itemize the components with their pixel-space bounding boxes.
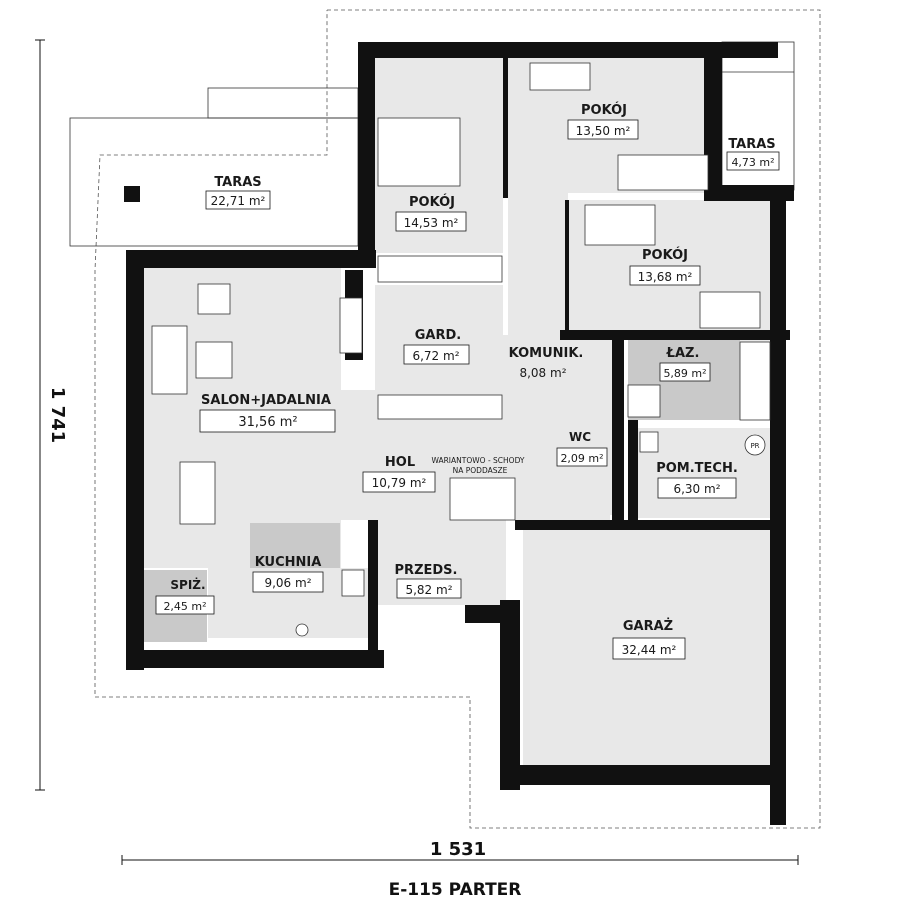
walls (126, 42, 794, 825)
terrace-left (69, 87, 359, 247)
room-name-taras-right: TARAS (728, 137, 775, 152)
stairs-icon (449, 477, 516, 521)
room-name-przedsionek: PRZEDS. (395, 563, 458, 578)
stairs-note-line-2: NA PODDASZE (453, 466, 508, 475)
bed-icon (377, 117, 461, 187)
fireplace-icon (339, 297, 363, 354)
bed-icon (584, 204, 656, 246)
room-area-przedsionek: 5,82 m² (405, 583, 452, 597)
room-area-pokoj-3: 13,68 m² (638, 270, 693, 284)
room-name-spiz: SPIŻ. (170, 577, 205, 592)
room-area-wc: 2,09 m² (560, 452, 603, 465)
dimension-height: 1 741 (47, 387, 68, 443)
roof-outline (94, 9, 821, 829)
room-name-garaz: GARAŻ (623, 618, 673, 634)
room-area-taras-right: 4,73 m² (731, 156, 774, 169)
room-name-pom-tech: POM.TECH. (656, 461, 738, 476)
room-area-pokoj-2: 13,50 m² (576, 124, 631, 138)
room-area-garaz: 32,44 m² (622, 643, 677, 657)
desk-icon (529, 62, 591, 91)
room-area-pokoj-1: 14,53 m² (404, 216, 459, 230)
pr-label: PR (750, 442, 759, 450)
room-name-lazienka: ŁAZ. (666, 346, 700, 361)
wardrobe-icon (377, 255, 503, 283)
room-area-spiz: 2,45 m² (163, 600, 206, 613)
bed-icon (617, 154, 709, 191)
boiler-icon (639, 431, 659, 453)
chimney-block (124, 186, 140, 202)
room-name-salon: SALON+JADALNIA (201, 393, 331, 408)
room-name-kuchnia: KUCHNIA (255, 555, 322, 570)
room-name-pokoj-1: POKÓJ (409, 194, 455, 210)
bathtub-icon (739, 341, 771, 421)
dimension-width: 1 531 (430, 839, 486, 860)
desk-icon (699, 291, 761, 329)
dimension-vertical: 1 741 (35, 39, 68, 791)
room-area-hol: 10,79 m² (372, 476, 427, 490)
armchair-icon (197, 283, 231, 315)
room-name-komunik: KOMUNIK. (509, 346, 584, 361)
room-name-wc: WC (569, 430, 591, 444)
stove-icon (341, 569, 365, 597)
room-area-salon: 31,56 m² (238, 415, 297, 430)
plan-title: E-115 PARTER (389, 880, 522, 900)
room-name-pokoj-2: POKÓJ (581, 102, 627, 118)
room-area-taras-left: 22,71 m² (211, 194, 266, 208)
coffee-table-icon (195, 341, 233, 379)
pr-icon (744, 434, 766, 456)
room-labels: TARAS 22,71 m² TARAS 4,73 m² POKÓJ 14,53… (155, 102, 780, 660)
room-name-gard: GARD. (415, 328, 461, 343)
room-area-kuchnia: 9,06 m² (264, 576, 311, 590)
dimension-horizontal: 1 531 (121, 839, 799, 865)
sofa-icon (151, 325, 188, 395)
room-name-pokoj-3: POKÓJ (642, 247, 688, 263)
room-area-komunik: 8,08 m² (519, 366, 566, 380)
room-name-hol: HOL (385, 455, 415, 470)
stairs-note-line-1: WARIANTOWO - SCHODY (431, 456, 524, 465)
wardrobe-icon (377, 394, 503, 420)
shower-icon (627, 384, 661, 418)
furniture (151, 62, 771, 637)
room-name-taras-left: TARAS (214, 175, 261, 190)
room-area-lazienka: 5,89 m² (663, 367, 706, 380)
sink-icon (295, 623, 309, 637)
room-area-gard: 6,72 m² (412, 349, 459, 363)
room-area-pom-tech: 6,30 m² (673, 482, 720, 496)
dining-table-icon (179, 461, 216, 525)
